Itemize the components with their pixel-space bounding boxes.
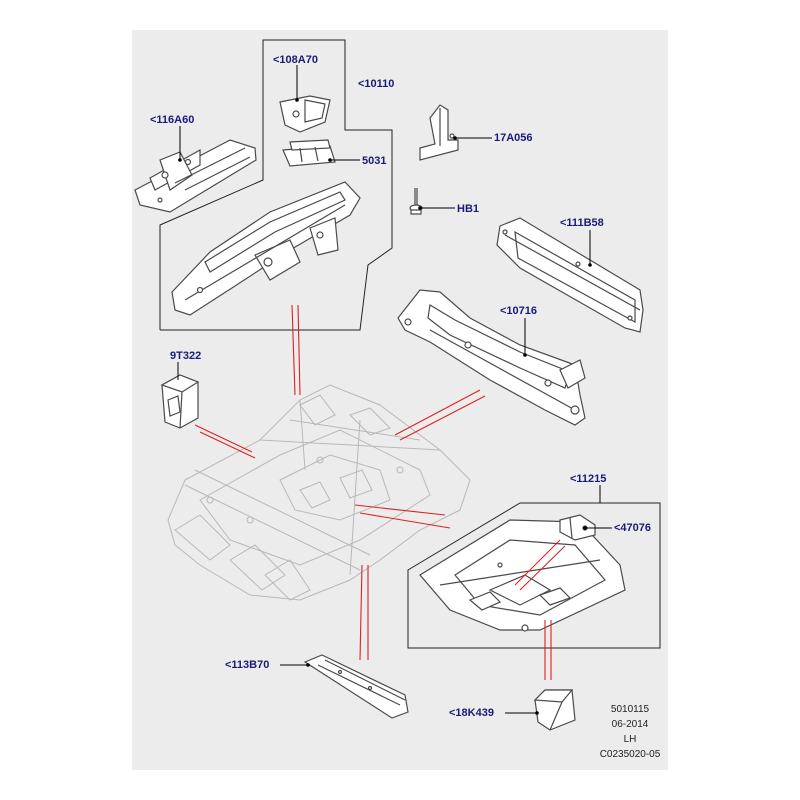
callout-HB1[interactable]: HB1 [457,203,480,215]
part-5031[interactable] [282,139,336,167]
part-111B58[interactable] [496,217,644,333]
callout-17A056[interactable]: 17A056 [494,132,533,144]
leader-dots [178,98,592,715]
callout-10716[interactable]: <10716 [500,305,538,317]
callout-113B70[interactable]: <113B70 [225,659,270,671]
callout-9T322[interactable]: 9T322 [170,350,202,362]
part-9T322[interactable] [160,374,200,429]
diagram-side: LH [623,734,637,745]
diagram-reference: C0235020-05 [599,749,661,760]
leader-lines [177,65,612,714]
callout-111B58[interactable]: <111B58 [560,217,604,229]
part-10716[interactable] [397,289,586,426]
callout-5031[interactable]: 5031 [362,155,387,167]
part-17A056[interactable] [419,104,459,161]
callout-10110[interactable]: <10110 [358,78,395,90]
group-frame-11215 [407,502,661,649]
part-108A70[interactable] [279,95,331,133]
callout-116A60[interactable]: <116A60 [150,114,195,126]
callout-11215[interactable]: <11215 [570,473,607,485]
group-frame-10110 [159,39,393,331]
part-116A60[interactable] [134,139,257,213]
callout-47076[interactable]: <47076 [614,522,652,534]
diagram-background-panel [132,30,668,770]
callout-108A70[interactable]: <108A70 [273,54,318,66]
floor-assembly-ghost [167,384,471,601]
part-10110-side-member[interactable] [171,181,361,316]
diagram-date: 06-2014 [611,719,649,730]
pointer-lines [194,304,566,680]
part-18K439[interactable] [533,689,576,731]
callout-18K439[interactable]: <18K439 [449,707,494,719]
part-11215-rear-floor[interactable] [419,519,626,632]
part-113B70[interactable] [303,654,409,719]
diagram-number: 5010115 [610,704,650,715]
